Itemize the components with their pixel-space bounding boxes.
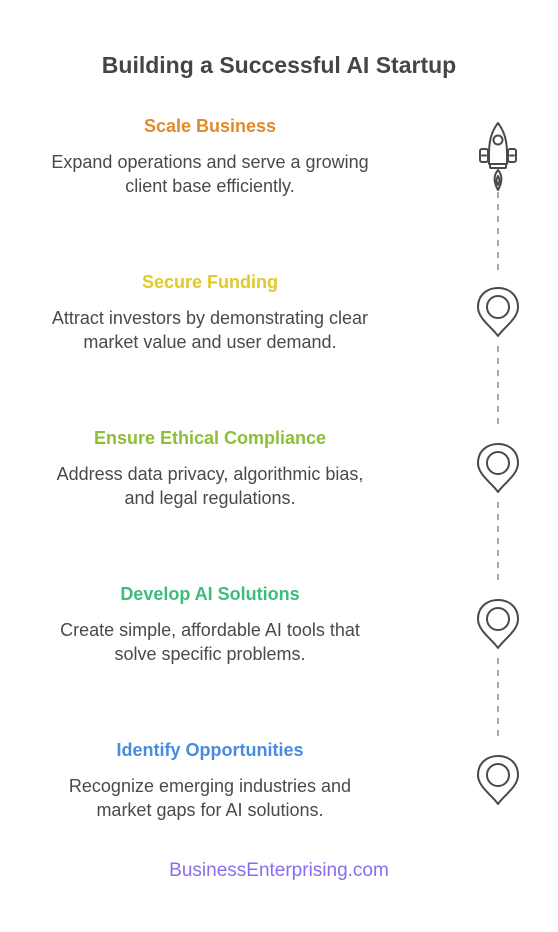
location-pin-icon <box>477 755 519 805</box>
step-description: Recognize emerging industries and market… <box>20 774 400 822</box>
location-pin-icon <box>477 287 519 337</box>
description-line: solve specific problems. <box>114 644 306 664</box>
description-line: Expand operations and serve a growing <box>51 152 369 172</box>
step-title: Scale Business <box>143 116 277 136</box>
step-description: Address data privacy, algorithmic bias, … <box>20 462 400 510</box>
step-description: Attract investors by demonstrating clear… <box>20 306 400 354</box>
description-line: and legal regulations. <box>124 488 296 508</box>
step-title: Ensure Ethical Compliance <box>93 428 327 448</box>
description-line: Create simple, affordable AI tools that <box>60 620 360 640</box>
location-pin-icon <box>477 599 519 649</box>
description-line: market gaps for AI solutions. <box>96 800 324 820</box>
description-line: Address data privacy, algorithmic bias, <box>56 464 364 484</box>
step-description: Expand operations and serve a growing cl… <box>20 150 400 198</box>
description-line: client base efficiently. <box>125 176 295 196</box>
description-line: Attract investors by demonstrating clear <box>51 308 369 328</box>
description-line: market value and user demand. <box>83 332 337 352</box>
step-title: Identify Opportunities <box>116 740 304 760</box>
step-description: Create simple, affordable AI tools that … <box>20 618 400 666</box>
step-title: Secure Funding <box>141 272 278 292</box>
rocket-icon <box>479 122 517 191</box>
location-pin-icon <box>477 443 519 493</box>
footer-link[interactable]: BusinessEnterprising.com <box>169 860 389 881</box>
description-line: Recognize emerging industries and <box>68 776 352 796</box>
page-title: Building a Successful AI Startup <box>101 52 457 78</box>
step-title: Develop AI Solutions <box>120 584 300 604</box>
